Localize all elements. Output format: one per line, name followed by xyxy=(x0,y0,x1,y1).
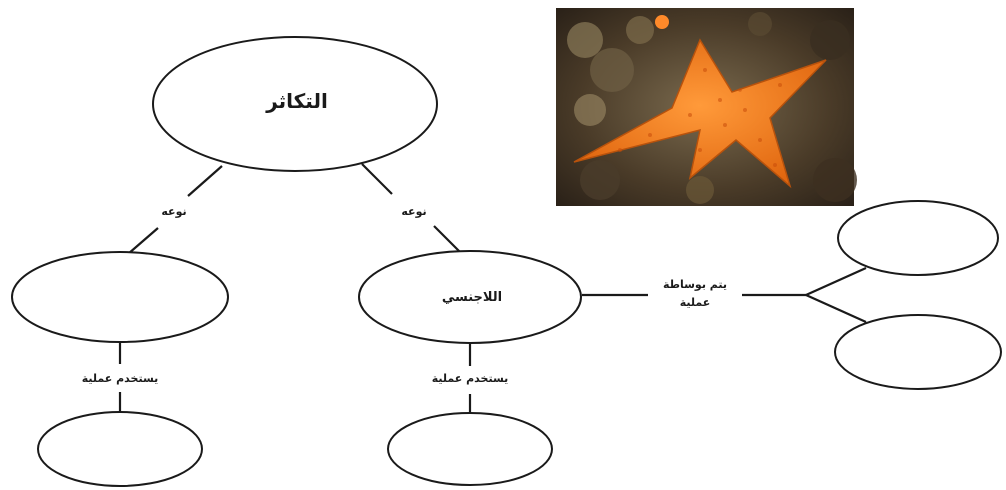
right-type-node xyxy=(358,250,582,344)
connector-root-right-upper xyxy=(361,163,393,195)
connector-side-top xyxy=(805,266,867,297)
starfish-spots xyxy=(618,68,782,167)
side-top-node xyxy=(837,200,999,276)
side-bottom-node xyxy=(834,314,1002,390)
connector-root-right-lower xyxy=(433,225,463,255)
root-node xyxy=(152,36,438,172)
right-result-node xyxy=(387,412,553,486)
left-type-node xyxy=(11,251,229,343)
connector-side-bottom xyxy=(805,293,867,324)
starfish-shape xyxy=(573,38,827,189)
starfish-photo xyxy=(556,8,857,206)
root-label: التكاثر xyxy=(265,89,328,113)
side-label-line2: عملية xyxy=(680,296,711,309)
left-process-label: يستخدم عملية xyxy=(82,372,159,385)
connector-root-left-upper xyxy=(187,165,223,197)
rock-texture xyxy=(567,12,857,204)
connectors xyxy=(118,163,867,413)
small-sea-creature xyxy=(655,15,669,29)
right-edge-label: نوعه xyxy=(401,205,426,218)
left-edge-label: نوعه xyxy=(161,205,186,218)
right-process-label: يستخدم عملية xyxy=(432,372,509,385)
left-result-node xyxy=(37,411,203,487)
side-label-line1: يتم بوساطة xyxy=(663,278,727,291)
connector-root-left-lower xyxy=(127,227,159,255)
right-type-label: اللاجنسي xyxy=(442,290,502,305)
